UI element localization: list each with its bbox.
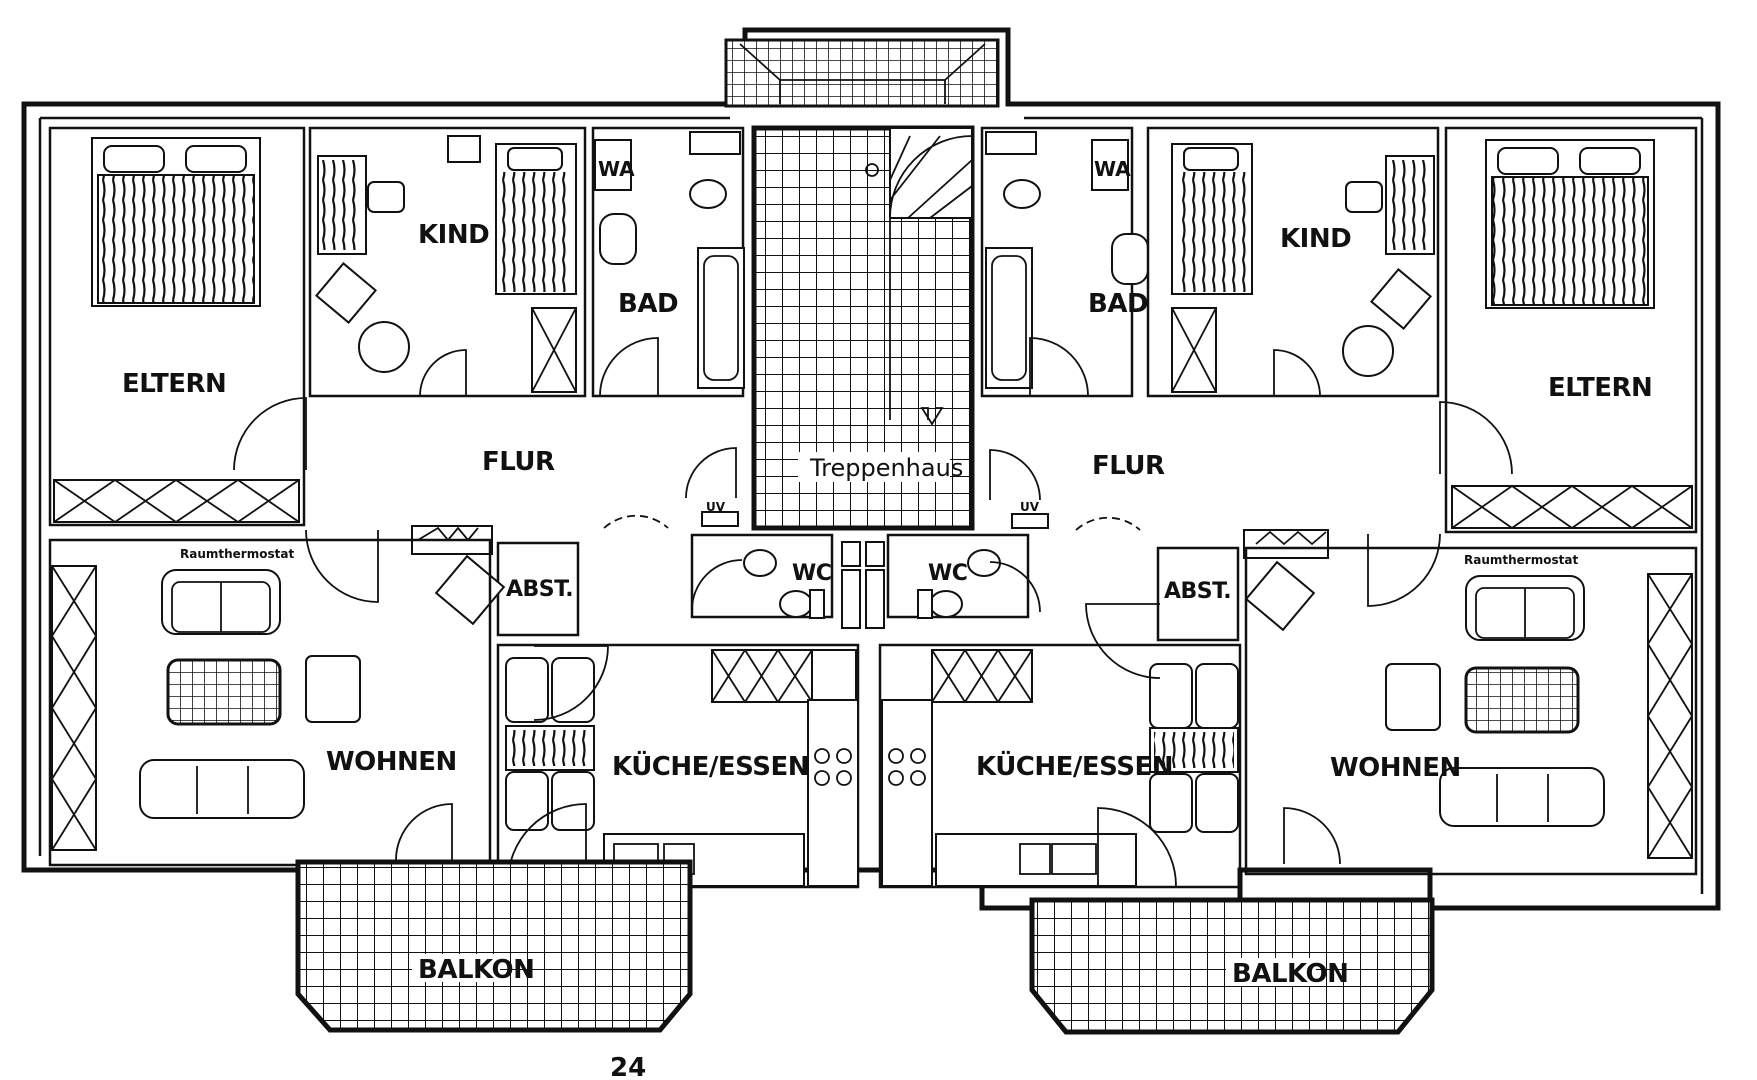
- abst-room-right: [1156, 546, 1240, 642]
- bad-door-left: [599, 337, 659, 397]
- kueche-furniture-left: [505, 649, 859, 887]
- eltern-label-left: ELTERN: [122, 369, 226, 399]
- stairwell-label: Treppenhaus: [809, 454, 963, 482]
- thermostat-label-left: Raumthermostat: [180, 547, 294, 561]
- uv-label-right: UV: [1020, 500, 1040, 514]
- wohnen-room-left: [48, 538, 492, 867]
- wohnen-door-right: [1283, 807, 1341, 865]
- uv-label-left: UV: [706, 500, 726, 514]
- wohnen-room-right: [1244, 546, 1698, 876]
- kind-room-right: [1146, 126, 1440, 398]
- wc-door-left: [691, 559, 743, 611]
- abst-label-left: ABST.: [506, 577, 573, 602]
- bad-fixtures-right: WA: [985, 131, 1149, 389]
- kind-furniture-left: [315, 135, 577, 393]
- wc-room-right: [886, 533, 1030, 619]
- flur-label-left: FLUR: [482, 447, 555, 477]
- wohnen-furniture-right: [1385, 573, 1693, 859]
- kueche-door-1-left: [533, 645, 609, 721]
- kind-label-left: KIND: [418, 220, 489, 250]
- eltern-room-left: [48, 126, 306, 527]
- page-number: 24: [610, 1053, 646, 1080]
- radiator-right: [1255, 530, 1327, 546]
- wc-fixtures-left: [743, 541, 861, 629]
- wohnen-door-left: [395, 803, 453, 861]
- wc-label-right: WC: [928, 561, 967, 586]
- bad-label-right: BAD: [1088, 289, 1148, 319]
- flur-door-3-left: [685, 447, 737, 499]
- flur-arch-right: [1075, 516, 1141, 531]
- left-unit: ELTERN KIND WA: [48, 126, 861, 1033]
- wc-fixtures-right: [865, 541, 1001, 629]
- balkon-left: [295, 859, 693, 1033]
- wohnen-furniture-left: [51, 565, 361, 851]
- kueche-door-1-right: [1085, 603, 1161, 679]
- kueche-furniture-right: [881, 649, 1239, 887]
- flur-door-1-left: [233, 397, 307, 471]
- kind-room-left: [308, 126, 587, 398]
- flur-door-3-right: [989, 449, 1041, 501]
- wc-room-left: [690, 533, 834, 619]
- wohnen-label-left: WOHNEN: [326, 747, 457, 777]
- abst-label-right: ABST.: [1164, 579, 1231, 604]
- eltern-room-right: [1444, 126, 1698, 534]
- kind-label-right: KIND: [1280, 224, 1351, 254]
- flur-label-right: FLUR: [1092, 451, 1165, 481]
- wa-label-right: WA: [1094, 157, 1131, 181]
- double-bed-left: [91, 137, 261, 307]
- kind-door-right: [1273, 349, 1321, 397]
- kind-furniture-right: [1171, 143, 1435, 393]
- double-bed-right: [1485, 139, 1655, 309]
- flur-arch-left: [603, 514, 669, 529]
- flur-door-2-left: [305, 529, 379, 603]
- eltern-label-right: ELTERN: [1548, 373, 1652, 403]
- kueche-label-left: KÜCHE/ESSEN: [612, 749, 809, 782]
- kueche-label-right: KÜCHE/ESSEN: [976, 749, 1173, 782]
- flur-door-1-right: [1439, 401, 1513, 475]
- wc-label-left: WC: [792, 561, 831, 586]
- balkon-label-left: BALKON: [418, 955, 534, 985]
- thermostat-label-right: Raumthermostat: [1464, 553, 1578, 567]
- wardrobe-left: [53, 479, 300, 523]
- stairwell: Treppenhaus: [724, 38, 1000, 531]
- wohnen-label-right: WOHNEN: [1330, 753, 1461, 783]
- balkon-label-right: BALKON: [1232, 959, 1348, 989]
- bad-fixtures-left: WA: [594, 131, 745, 389]
- wa-label-left: WA: [598, 157, 635, 181]
- radiator-left: [417, 526, 479, 542]
- kueche-door-2-right: [1097, 807, 1177, 887]
- wc-door-right: [989, 561, 1041, 613]
- flur-door-2-right: [1367, 533, 1441, 607]
- bad-label-left: BAD: [618, 289, 678, 319]
- wardrobe-right: [1451, 485, 1693, 529]
- kind-door-left: [419, 349, 467, 397]
- bad-door-right: [1029, 337, 1089, 397]
- right-unit: WA BAD KIND: [865, 126, 1698, 1035]
